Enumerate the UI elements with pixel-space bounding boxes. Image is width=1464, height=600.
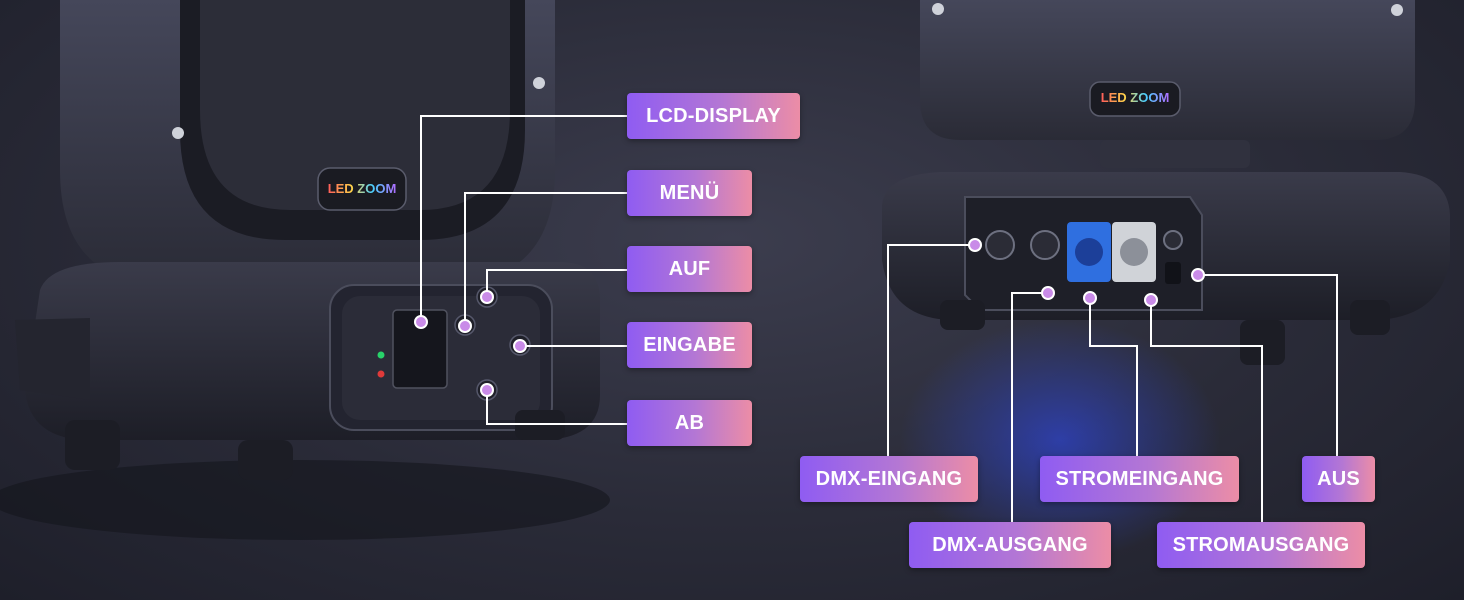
label-dmx-out: DMX-AUSGANG [909,522,1111,568]
label-power-in: STROMEINGANG [1040,456,1239,502]
label-power-out: STROMAUSGANG [1157,522,1365,568]
left-fixture: LED ZOOM [0,0,610,540]
label-enter: EINGABE [627,322,752,368]
label-lcd-display: LCD-DISPLAY [627,93,800,139]
svg-text:LED ZOOM: LED ZOOM [328,181,397,196]
label-off: AUS [1302,456,1375,502]
brand-logo-right: LED ZOOM [1089,81,1181,117]
leader-lines [420,115,1338,523]
svg-text:LED ZOOM: LED ZOOM [1101,90,1170,105]
label-up: AUF [627,246,752,292]
brand-logo: LED ZOOM [317,167,407,211]
label-down: AB [627,400,752,446]
label-menu: MENÜ [627,170,752,216]
markers [414,238,1205,397]
label-dmx-in: DMX-EINGANG [800,456,978,502]
